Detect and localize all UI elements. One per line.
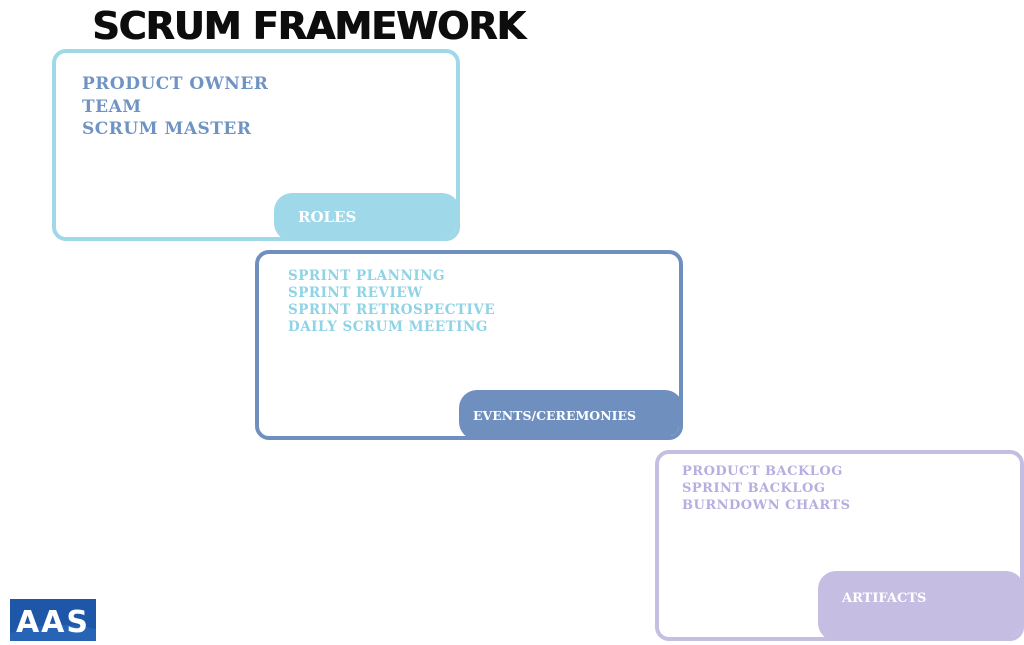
events-box: SPRINT PLANNING SPRINT REVIEW SPRINT RET… (255, 250, 683, 440)
roles-item: TEAM (82, 96, 142, 117)
roles-label: ROLES (274, 193, 456, 237)
artifacts-label: ARTIFACTS (818, 571, 1020, 637)
artifacts-item: SPRINT BACKLOG (682, 481, 826, 496)
events-label: EVENTS/CEREMONIES (459, 390, 679, 436)
events-item: SPRINT RETROSPECTIVE (288, 302, 496, 318)
roles-list: PRODUCT OWNER TEAM SCRUM MASTER (82, 73, 268, 141)
logo-text: AAS (16, 605, 90, 640)
events-list: SPRINT PLANNING SPRINT REVIEW SPRINT RET… (288, 268, 495, 336)
artifacts-box: PRODUCT BACKLOG SPRINT BACKLOG BURNDOWN … (655, 450, 1024, 641)
artifacts-item: PRODUCT BACKLOG (682, 464, 843, 479)
events-item: DAILY SCRUM MEETING (288, 319, 488, 335)
events-item: SPRINT PLANNING (288, 268, 446, 284)
artifacts-list: PRODUCT BACKLOG SPRINT BACKLOG BURNDOWN … (682, 463, 850, 514)
artifacts-item: BURNDOWN CHARTS (682, 498, 851, 513)
events-item: SPRINT REVIEW (288, 285, 423, 301)
roles-item: PRODUCT OWNER (82, 74, 269, 94)
roles-box: PRODUCT OWNER TEAM SCRUM MASTER ROLES (52, 49, 460, 241)
roles-item: SCRUM MASTER (82, 119, 252, 139)
aas-logo-icon: AAS (10, 599, 96, 641)
page-title: SCRUM FRAMEWORK (92, 4, 526, 48)
